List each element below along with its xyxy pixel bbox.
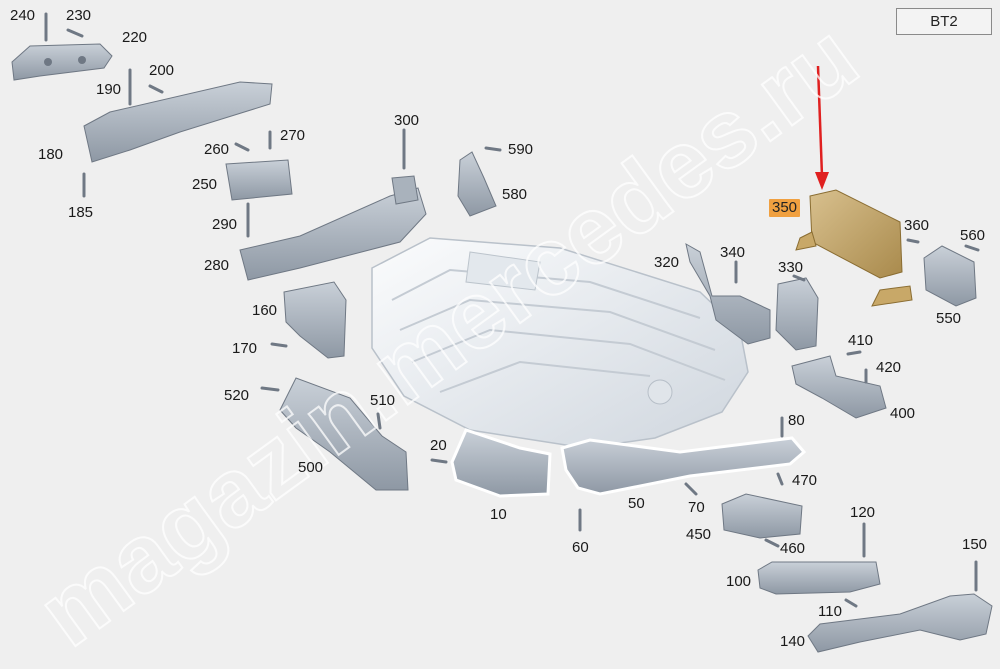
part-50-crossmember [560,436,807,496]
callout-450[interactable]: 450 [686,526,712,543]
part-350-control-unit [795,189,913,307]
part-450-mount [721,493,803,539]
part-500-bracket [279,377,409,491]
callout-280[interactable]: 280 [204,257,230,274]
callout-320[interactable]: 320 [654,254,680,271]
callout-560[interactable]: 560 [960,227,986,244]
callout-140[interactable]: 140 [780,633,806,650]
callout-270[interactable]: 270 [280,127,306,144]
callout-10[interactable]: 10 [490,506,507,523]
callout-500[interactable]: 500 [298,459,324,476]
diagram-code-badge: BT2 [896,8,992,35]
arrow-icon [815,65,829,190]
callout-150[interactable]: 150 [962,536,988,553]
callout-520[interactable]: 520 [224,387,250,404]
callout-400[interactable]: 400 [890,405,916,422]
callout-580[interactable]: 580 [502,186,528,203]
callout-50[interactable]: 50 [628,495,645,512]
bolts [44,12,980,608]
part-160-bracket [283,281,347,359]
callout-420[interactable]: 420 [876,359,902,376]
part-10-mount [450,428,552,498]
part-550-bracket [923,245,977,307]
callout-170[interactable]: 170 [232,340,258,357]
battery-pack [371,237,749,449]
callout-160[interactable]: 160 [252,302,278,319]
callout-220[interactable]: 220 [122,29,148,46]
callout-460[interactable]: 460 [780,540,806,557]
callout-330[interactable]: 330 [778,259,804,276]
part-320-bracket [685,243,771,345]
callout-200[interactable]: 200 [149,62,175,79]
callout-110[interactable]: 110 [818,603,842,620]
part-140-arm [807,593,993,653]
callout-300[interactable]: 300 [394,112,420,129]
callout-360[interactable]: 360 [904,217,930,234]
callout-180[interactable]: 180 [38,146,64,163]
part-280-crossmember [239,175,427,281]
callout-290[interactable]: 290 [212,216,238,233]
part-100-bracket [757,561,881,595]
callout-120[interactable]: 120 [850,504,876,521]
callout-470[interactable]: 470 [792,472,818,489]
callout-20[interactable]: 20 [430,437,447,454]
callout-260[interactable]: 260 [204,141,230,158]
callout-350-highlighted[interactable]: 350 [769,199,801,217]
callout-550[interactable]: 550 [936,310,962,327]
part-250-bracket [225,159,293,201]
callout-185[interactable]: 185 [68,204,94,221]
callout-70[interactable]: 70 [688,499,705,516]
callout-590[interactable]: 590 [508,141,534,158]
part-220-bracket [11,43,113,81]
part-580-bracket [457,151,497,217]
callout-250[interactable]: 250 [192,176,218,193]
callout-510[interactable]: 510 [370,392,396,409]
callout-190[interactable]: 190 [96,81,122,98]
part-330-bracket [775,277,819,351]
callout-230[interactable]: 230 [66,7,92,24]
part-400-bracket [791,355,887,419]
part-180-bracket [83,81,273,163]
callout-410[interactable]: 410 [848,332,874,349]
callout-340[interactable]: 340 [720,244,746,261]
callout-100[interactable]: 100 [726,573,752,590]
callout-240[interactable]: 240 [10,7,36,24]
callout-80[interactable]: 80 [788,412,805,429]
callout-60[interactable]: 60 [572,539,589,556]
